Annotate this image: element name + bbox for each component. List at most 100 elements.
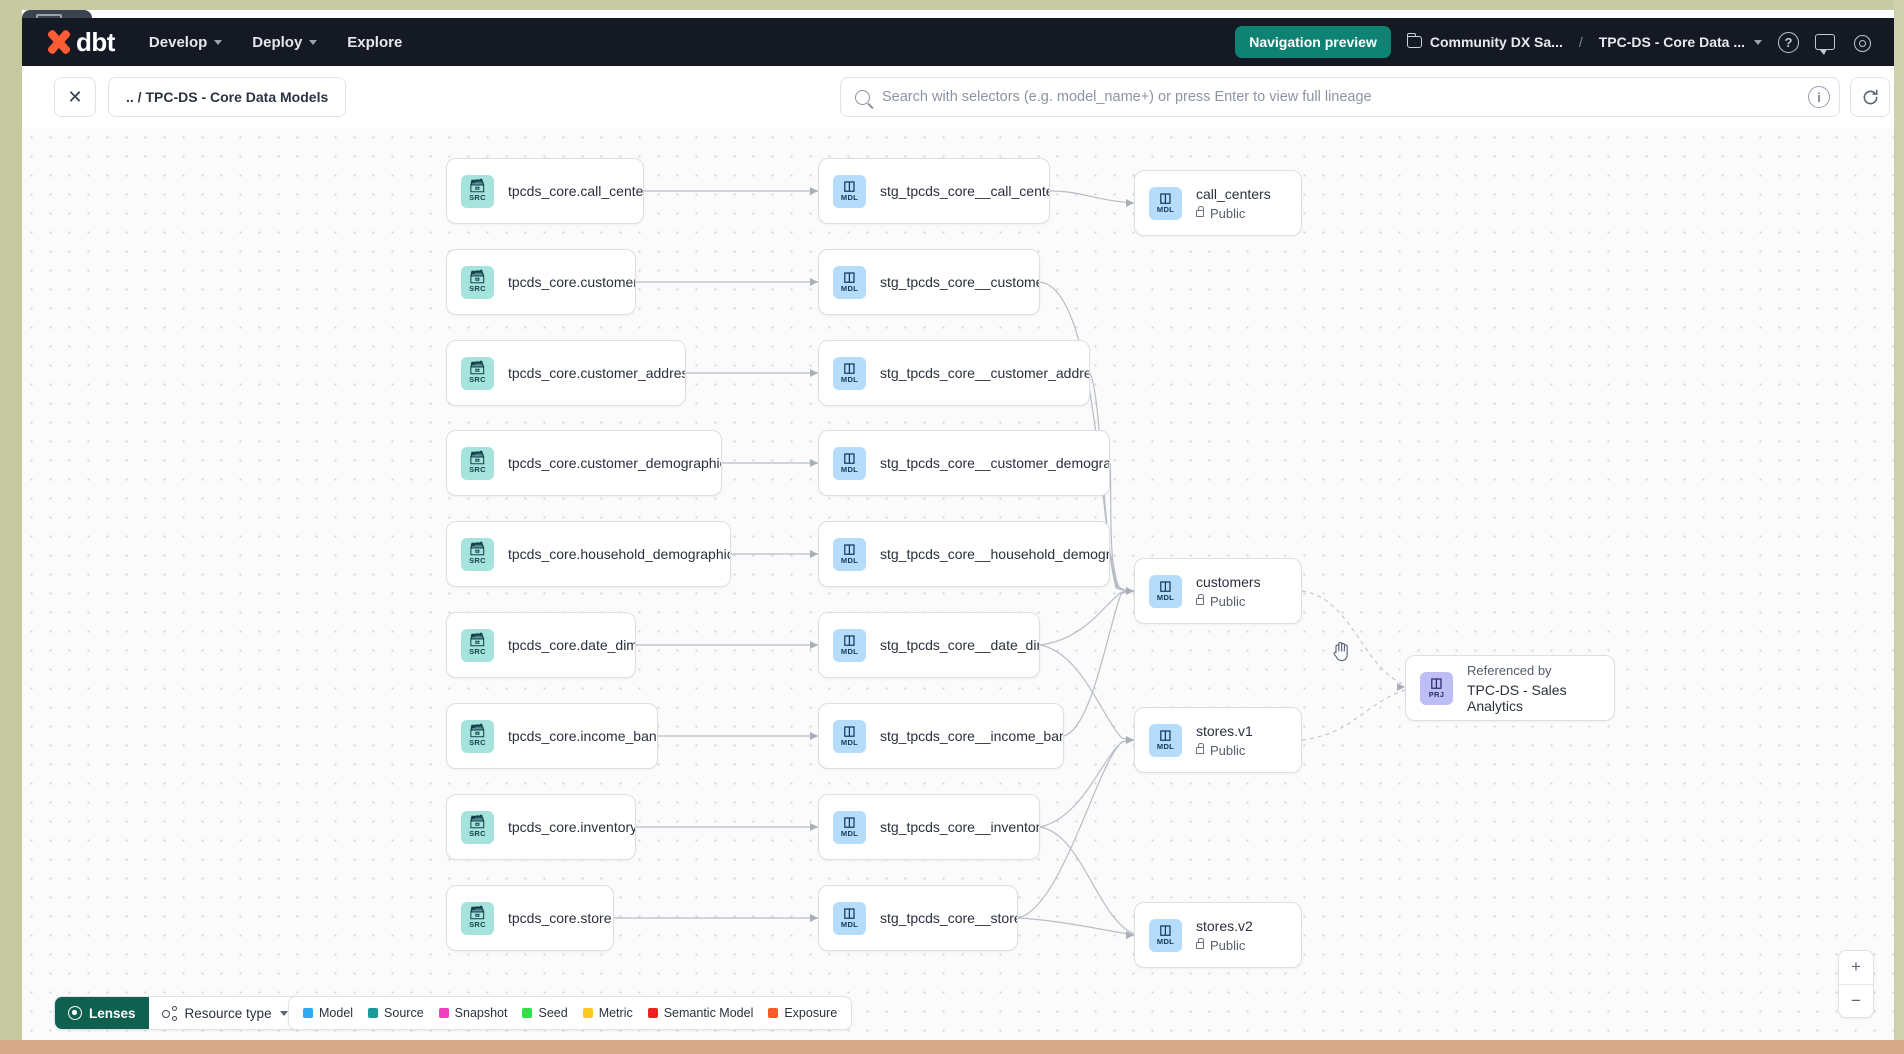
cube-glyph: ◫ bbox=[1159, 922, 1172, 938]
model-icon: ◫ MDL bbox=[833, 446, 866, 480]
node-model-public[interactable]: ◫ MDL stores.v2 Public bbox=[1134, 902, 1302, 968]
model-icon: ◫ MDL bbox=[833, 356, 866, 390]
cube-glyph: ◫ bbox=[843, 723, 856, 739]
dbt-x-icon bbox=[44, 29, 74, 55]
resource-type-dropdown[interactable]: Resource type bbox=[149, 997, 301, 1029]
legend-swatch bbox=[368, 1008, 379, 1018]
legend: Model Source Snapshot Seed Metric Semant… bbox=[288, 996, 853, 1030]
search-bar[interactable] bbox=[840, 77, 1840, 117]
project-name: TPC-DS - Core Data ... bbox=[1598, 34, 1745, 50]
dbt-logo[interactable]: dbt bbox=[44, 27, 115, 58]
resource-type-label: Resource type bbox=[184, 1005, 272, 1021]
cube-glyph: ◫ bbox=[1159, 727, 1172, 743]
access-label: Public bbox=[1210, 742, 1246, 758]
model-badge: MDL bbox=[840, 465, 859, 475]
desktop-right-strip bbox=[1894, 0, 1904, 1054]
node-text-block: stores.v1 Public bbox=[1196, 723, 1253, 758]
project-breadcrumb[interactable]: TPC-DS - Core Data ... bbox=[1599, 34, 1762, 50]
refresh-icon bbox=[1863, 89, 1878, 104]
nav-item-deploy[interactable]: Deploy bbox=[252, 34, 318, 51]
gear-icon[interactable] bbox=[1851, 32, 1872, 53]
lenses-button[interactable]: Lenses bbox=[55, 997, 149, 1029]
model-icon: ◫ MDL bbox=[833, 265, 866, 299]
node-model[interactable]: ◫ MDL stg_tpcds_core__inventory bbox=[818, 794, 1040, 860]
search-input[interactable] bbox=[882, 89, 1825, 105]
node-label: stg_tpcds_core__customer_demogra… bbox=[880, 455, 1109, 471]
navigation-preview-button[interactable]: Navigation preview bbox=[1235, 26, 1391, 58]
chevron-down-icon bbox=[309, 39, 318, 45]
nav-explore-label: Explore bbox=[347, 33, 403, 51]
legend-item-source[interactable]: Source bbox=[368, 1006, 424, 1020]
node-model-public[interactable]: ◫ MDL customers Public bbox=[1134, 558, 1302, 624]
legend-item-snapshot[interactable]: Snapshot bbox=[438, 1006, 507, 1020]
model-badge: MDL bbox=[1156, 742, 1175, 752]
database-glyph: 🗃 bbox=[469, 632, 486, 648]
legend-item-seed[interactable]: Seed bbox=[522, 1006, 568, 1020]
node-source[interactable]: 🗃 SRC tpcds_core.household_demographics bbox=[446, 521, 731, 587]
node-model[interactable]: ◫ MDL stg_tpcds_core__income_band bbox=[818, 703, 1064, 769]
lock-icon bbox=[1196, 206, 1205, 217]
node-source[interactable]: 🗃 SRC tpcds_core.customer bbox=[446, 249, 636, 315]
node-source[interactable]: 🗃 SRC tpcds_core.store bbox=[446, 885, 614, 951]
close-button[interactable]: ✕ bbox=[54, 77, 96, 117]
model-icon: ◫ MDL bbox=[833, 537, 866, 571]
node-access: Public bbox=[1196, 743, 1253, 758]
node-model[interactable]: ◫ MDL stg_tpcds_core__customer_address bbox=[818, 340, 1090, 406]
node-model[interactable]: ◫ MDL stg_tpcds_core__household_demogr… bbox=[818, 521, 1110, 587]
node-model[interactable]: ◫ MDL stg_tpcds_core__store bbox=[818, 885, 1018, 951]
model-badge: MDL bbox=[840, 829, 859, 839]
lock-icon bbox=[1196, 938, 1205, 949]
lineage-canvas[interactable]: 🗃 SRC tpcds_core.call_center 🗃 SRC tpcds… bbox=[22, 128, 1894, 1040]
model-icon: ◫ MDL bbox=[833, 174, 866, 208]
node-label: tpcds_core.store bbox=[508, 910, 612, 926]
node-access: Public bbox=[1196, 594, 1261, 609]
node-source[interactable]: 🗃 SRC tpcds_core.call_center bbox=[446, 158, 644, 224]
node-model-public[interactable]: ◫ MDL stores.v1 Public bbox=[1134, 707, 1302, 773]
referenced-project-name: TPC-DS - Sales Analytics bbox=[1467, 681, 1567, 714]
source-icon: 🗃 SRC bbox=[461, 719, 494, 753]
cube-glyph: ◫ bbox=[1159, 578, 1172, 594]
refresh-button[interactable] bbox=[1850, 77, 1890, 117]
legend-swatch bbox=[438, 1008, 449, 1018]
node-source[interactable]: 🗃 SRC tpcds_core.inventory bbox=[446, 794, 636, 860]
node-source[interactable]: 🗃 SRC tpcds_core.customer_demographics bbox=[446, 430, 722, 496]
zoom-in-button[interactable]: + bbox=[1839, 951, 1873, 985]
lineage-edges bbox=[614, 187, 1406, 939]
chevron-down-icon bbox=[1754, 39, 1762, 45]
feedback-icon[interactable] bbox=[1815, 34, 1835, 55]
node-label: tpcds_core.customer bbox=[508, 274, 635, 290]
legend-swatch bbox=[647, 1008, 658, 1018]
info-icon[interactable]: i bbox=[1808, 86, 1830, 108]
nav-item-explore[interactable]: Explore bbox=[347, 34, 402, 51]
node-model[interactable]: ◫ MDL stg_tpcds_core__call_center bbox=[818, 158, 1050, 224]
node-label: tpcds_core.call_center bbox=[508, 183, 643, 199]
zoom-controls: + − bbox=[1838, 950, 1874, 1018]
node-text-block: Referenced by TPC-DS - Sales Analytics bbox=[1467, 663, 1614, 714]
legend-item-metric[interactable]: Metric bbox=[582, 1006, 633, 1020]
zoom-out-button[interactable]: − bbox=[1851, 990, 1861, 1010]
legend-item-model[interactable]: Model bbox=[303, 1006, 353, 1020]
breadcrumb[interactable]: .. / TPC-DS - Core Data Models bbox=[108, 77, 347, 117]
node-label: stg_tpcds_core__store bbox=[880, 910, 1017, 926]
model-icon: ◫ MDL bbox=[1149, 574, 1182, 608]
model-badge: MDL bbox=[1156, 937, 1175, 947]
node-project-referenced-by[interactable]: ◫ PRJ Referenced by TPC-DS - Sales Analy… bbox=[1405, 655, 1615, 721]
account-name: Community DX Sa... bbox=[1429, 34, 1563, 50]
node-model[interactable]: ◫ MDL stg_tpcds_core__date_dim bbox=[818, 612, 1040, 678]
account-breadcrumb[interactable]: Community DX Sa... bbox=[1406, 33, 1563, 50]
node-source[interactable]: 🗃 SRC tpcds_core.date_dim bbox=[446, 612, 636, 678]
source-icon: 🗃 SRC bbox=[461, 628, 494, 662]
nav-item-develop[interactable]: Develop bbox=[149, 34, 223, 51]
help-icon[interactable]: ? bbox=[1778, 31, 1799, 53]
legend-item-exposure[interactable]: Exposure bbox=[768, 1006, 837, 1020]
node-model[interactable]: ◫ MDL stg_tpcds_core__customer bbox=[818, 249, 1040, 315]
node-model-public[interactable]: ◫ MDL call_centers Public bbox=[1134, 170, 1302, 236]
node-source[interactable]: 🗃 SRC tpcds_core.customer_address bbox=[446, 340, 686, 406]
desktop-bottom-strip bbox=[0, 1040, 1904, 1054]
legend-item-semantic-model[interactable]: Semantic Model bbox=[647, 1006, 753, 1020]
node-model[interactable]: ◫ MDL stg_tpcds_core__customer_demogra… bbox=[818, 430, 1110, 496]
model-badge: MDL bbox=[840, 193, 859, 203]
lenses-group: Lenses Resource type bbox=[54, 996, 302, 1030]
node-source[interactable]: 🗃 SRC tpcds_core.income_band bbox=[446, 703, 658, 769]
